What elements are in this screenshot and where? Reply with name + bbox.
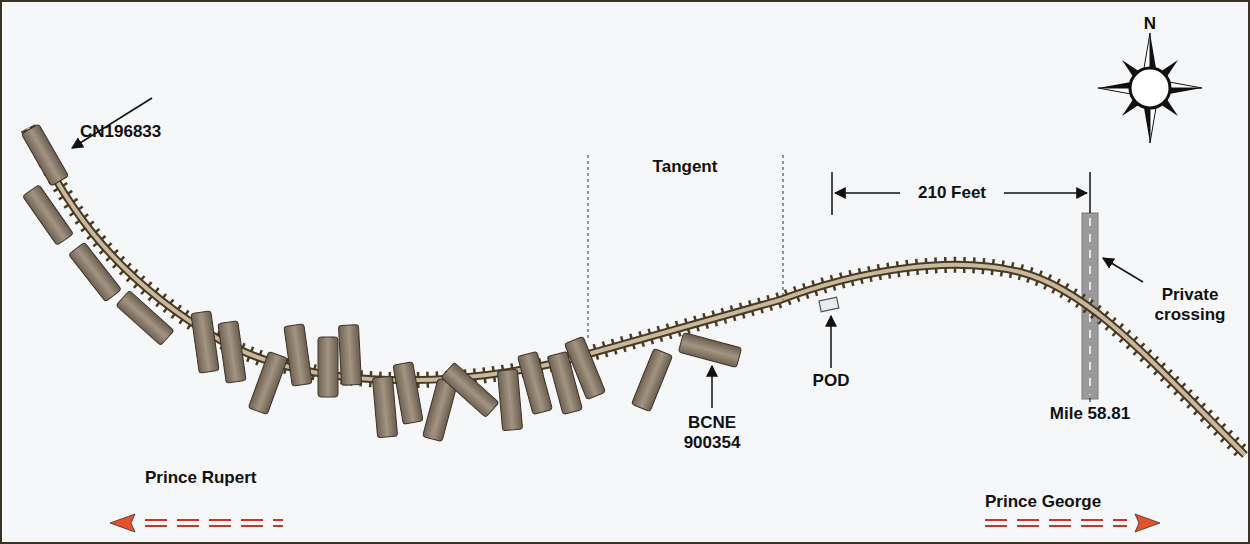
leader-line bbox=[711, 366, 713, 408]
rail-car bbox=[338, 325, 361, 386]
rail-car bbox=[564, 336, 605, 399]
leader-line bbox=[830, 316, 832, 368]
rail-car bbox=[69, 242, 122, 302]
rail-car bbox=[393, 362, 423, 425]
point-label: POD bbox=[813, 371, 850, 391]
direction-arrow bbox=[985, 514, 1160, 532]
car-label: CN196833 bbox=[80, 122, 161, 142]
car-label: BCNE 900354 bbox=[672, 413, 752, 452]
rail-car bbox=[191, 311, 219, 373]
dimension-label: 210 Feet bbox=[914, 183, 990, 203]
rail-car bbox=[284, 324, 312, 386]
pod-marker bbox=[819, 297, 839, 312]
tangent-boundary bbox=[588, 155, 589, 338]
tangent-boundary bbox=[783, 155, 784, 300]
rail-car bbox=[23, 185, 74, 246]
dimension-tick bbox=[1089, 172, 1091, 213]
track bbox=[28, 128, 1245, 455]
zone-label: Tangent bbox=[653, 157, 718, 177]
direction-arrow bbox=[110, 514, 283, 532]
compass-rose bbox=[1098, 33, 1202, 143]
rail-car bbox=[518, 351, 553, 414]
rail-car bbox=[218, 321, 246, 383]
derailed-cars bbox=[21, 124, 741, 442]
rail-car bbox=[21, 124, 68, 186]
rail-car bbox=[441, 362, 499, 417]
direction-label: Prince Rupert bbox=[145, 468, 256, 488]
tick bbox=[1090, 398, 1091, 402]
dimension-tick bbox=[831, 172, 833, 215]
rail-car bbox=[678, 333, 741, 368]
direction-label: Prince George bbox=[985, 492, 1101, 512]
rail-car bbox=[497, 369, 522, 431]
leader-line bbox=[1103, 258, 1143, 282]
rail-car bbox=[372, 376, 397, 438]
milepost-label: Mile 58.81 bbox=[1050, 404, 1130, 424]
rail-car bbox=[116, 290, 174, 345]
dimension-arrow bbox=[1004, 192, 1087, 194]
dimension-arrow bbox=[835, 192, 900, 194]
compass-north: N bbox=[1144, 14, 1156, 34]
rail-car bbox=[318, 337, 338, 397]
rail-car bbox=[631, 348, 672, 411]
rail-car bbox=[248, 351, 287, 414]
feature-label: Private crossing bbox=[1145, 285, 1235, 324]
